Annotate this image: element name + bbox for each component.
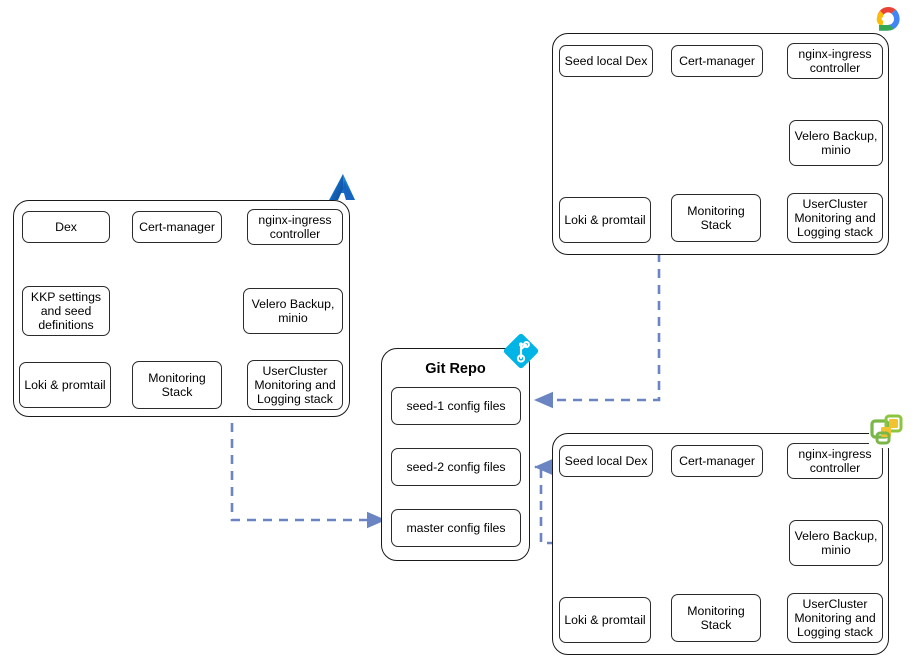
node-azure-velero[interactable]: Velero Backup, minio <box>243 288 343 334</box>
git-repo-title: Git Repo <box>425 361 486 377</box>
node-gcp-usercluster-monitoring[interactable]: UserCluster Monitoring and Logging stack <box>787 193 883 243</box>
node-gcp-seed-local-dex[interactable]: Seed local Dex <box>559 45 653 77</box>
node-azure-dex[interactable]: Dex <box>22 211 110 243</box>
node-vsphere-monitoring-stack[interactable]: Monitoring Stack <box>671 594 761 642</box>
node-vsphere-loki-promtail[interactable]: Loki & promtail <box>559 597 651 643</box>
node-gcp-velero[interactable]: Velero Backup, minio <box>789 120 883 166</box>
node-azure-loki-promtail[interactable]: Loki & promtail <box>19 362 111 408</box>
microsoft-azure-logo <box>324 169 362 207</box>
node-azure-cert-manager[interactable]: Cert-manager <box>132 211 222 243</box>
node-azure-usercluster-monitoring[interactable]: UserCluster Monitoring and Logging stack <box>247 360 343 410</box>
node-seed-2-config-files[interactable]: seed-2 config files <box>391 448 521 486</box>
node-gcp-nginx-ingress[interactable]: nginx-ingress controller <box>787 43 883 79</box>
node-vsphere-seed-local-dex[interactable]: Seed local Dex <box>559 445 653 477</box>
node-vsphere-velero[interactable]: Velero Backup, minio <box>789 520 883 566</box>
git-logo <box>503 333 539 369</box>
node-gcp-cert-manager[interactable]: Cert-manager <box>671 45 763 77</box>
vmware-vsphere-logo <box>869 412 905 448</box>
node-azure-nginx-ingress[interactable]: nginx-ingress controller <box>247 209 343 245</box>
node-seed-1-config-files[interactable]: seed-1 config files <box>391 387 521 425</box>
node-master-config-files[interactable]: master config files <box>391 509 521 547</box>
node-vsphere-cert-manager[interactable]: Cert-manager <box>671 445 763 477</box>
node-azure-kkp-settings[interactable]: KKP settings and seed definitions <box>22 286 110 336</box>
google-cloud-logo <box>866 3 910 39</box>
node-vsphere-usercluster-monitoring[interactable]: UserCluster Monitoring and Logging stack <box>787 593 883 643</box>
node-azure-monitoring-stack[interactable]: Monitoring Stack <box>132 361 222 409</box>
node-vsphere-nginx-ingress[interactable]: nginx-ingress controller <box>787 443 883 479</box>
node-gcp-loki-promtail[interactable]: Loki & promtail <box>559 197 651 243</box>
node-gcp-monitoring-stack[interactable]: Monitoring Stack <box>671 194 761 242</box>
